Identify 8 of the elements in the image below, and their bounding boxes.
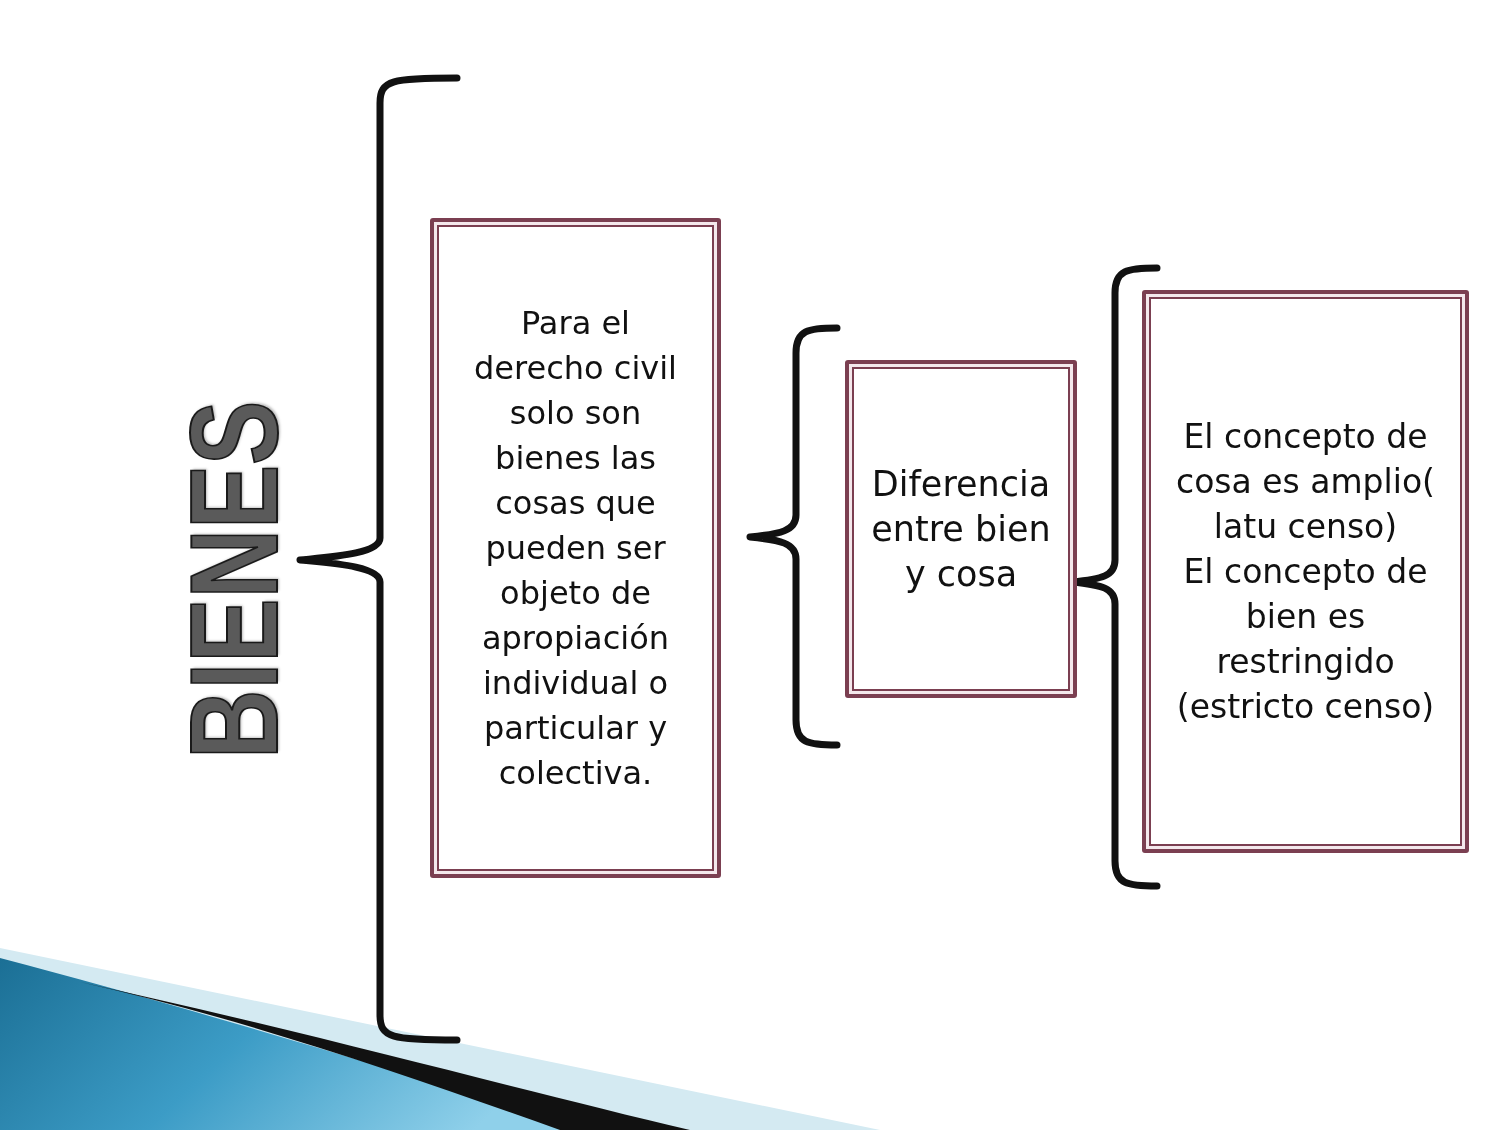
title: BIENES xyxy=(186,400,281,760)
concept-box xyxy=(1142,290,1469,853)
concept-box xyxy=(845,360,1077,698)
concept-text: El concepto de cosa es amplio( latu censo) xyxy=(1175,416,1436,548)
concept-box xyxy=(430,218,721,878)
concept-text: Diferencia entre bien y cosa xyxy=(870,462,1052,596)
concept-text: El concepto de bien es restringido (estricto censo) xyxy=(1175,551,1436,728)
concept-text: Para el derecho civil solo son bienes las cosas que pueden ser objeto de apropiación individual o particular y colectiva. xyxy=(473,302,678,794)
